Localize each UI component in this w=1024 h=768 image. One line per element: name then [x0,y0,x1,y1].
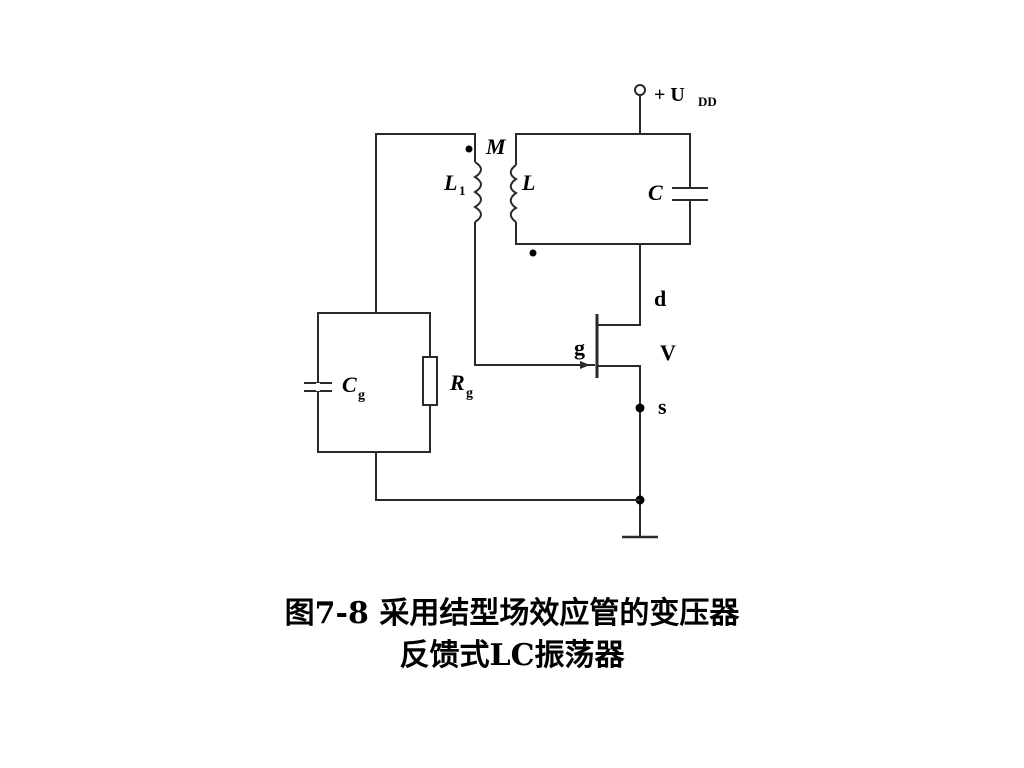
label-cg: C [342,372,357,397]
resistor-rg [422,356,438,406]
label-drain: d [654,286,666,311]
source-node [635,403,645,413]
label-mutual: M [485,134,507,159]
polarity-dot-l1 [465,145,473,153]
figure-caption-line1: 图7-8 采用结型场效应管的变压器 [284,596,740,631]
inductor-l [509,164,518,223]
drain-wire [597,244,641,326]
supply-terminal [634,84,646,96]
label-supply-sub: DD [698,94,717,109]
label-c: C [648,180,663,205]
l1-top-wire [375,133,476,312]
label-rg-sub: g [466,386,473,401]
label-transistor: V [660,340,676,365]
inductor-l1 [473,161,482,223]
polarity-dot-l [529,249,537,257]
tank-bottom-wire [515,200,691,245]
figure-caption-line2: 反馈式LC振荡器 [399,638,625,673]
label-gate: g [574,335,585,360]
label-rg: R [449,370,465,395]
label-supply: + U [654,84,685,106]
rc-network-loop [317,312,431,453]
label-cg-sub: g [358,388,365,403]
gate-arrow-icon [580,361,590,369]
source-wire [597,365,641,537]
ground-return-wire [375,452,640,501]
label-l1: L [443,170,457,195]
label-l1-sub: 1 [459,183,466,198]
label-l: L [521,170,535,195]
label-source: s [658,394,667,419]
tank-top-wire [515,133,691,188]
